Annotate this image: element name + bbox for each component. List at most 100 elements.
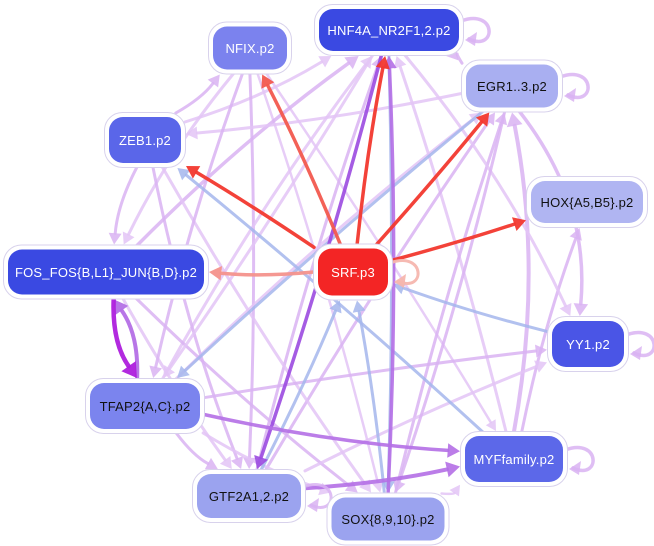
arrowhead — [122, 231, 135, 245]
arrowhead — [394, 56, 407, 69]
edge-NFIX-to-GTF2A — [243, 72, 256, 469]
arrowhead — [485, 419, 496, 431]
arrowhead — [535, 344, 547, 358]
edge-EGR1-to-ZEB1 — [186, 91, 464, 140]
node-label: HOX{A5,B5}.p2 — [541, 195, 634, 210]
edge-ZEB1-to-NFIX — [174, 74, 220, 115]
arrowhead — [108, 232, 122, 245]
node-label: HNF4A_NR2F1,2.p2 — [327, 23, 450, 38]
node-label: TFAP2{A,C}.p2 — [100, 399, 191, 414]
node-label: SRF.p3 — [331, 265, 375, 280]
arrowhead — [318, 56, 332, 68]
edge-SRF-to-ZEB1 — [186, 166, 316, 250]
arrowhead — [483, 112, 495, 126]
self-loop-YY1 — [624, 331, 654, 360]
edge-MYF-to-EGR1 — [506, 112, 531, 434]
arrowhead — [114, 299, 129, 316]
node-label: NFIX.p2 — [225, 41, 274, 56]
arrowhead — [534, 360, 547, 373]
edge-EGR1-to-SOX — [393, 110, 507, 493]
node-body[interactable] — [90, 383, 200, 429]
node-body[interactable] — [213, 26, 287, 70]
arrowhead — [475, 112, 490, 127]
node-NFIX[interactable]: NFIX.p2 — [208, 21, 292, 75]
arrowhead — [394, 274, 406, 288]
arrowhead — [445, 461, 460, 478]
node-SRF[interactable]: SRF.p3 — [313, 243, 393, 301]
arrowhead — [569, 461, 581, 475]
arrowhead — [630, 346, 642, 360]
node-body[interactable] — [331, 497, 445, 541]
arrowhead — [506, 112, 523, 128]
node-body[interactable] — [109, 117, 181, 163]
arrowhead — [573, 303, 589, 316]
arrowhead — [204, 457, 218, 470]
edge-SRF-to-HNF4A — [355, 56, 390, 247]
arrowhead — [512, 217, 526, 231]
node-label: FOS_FOS{B,L1}_JUN{B,D}.p2 — [15, 265, 197, 280]
arrowhead — [465, 32, 477, 46]
node-YY1[interactable]: YY1.p2 — [547, 316, 629, 372]
node-body[interactable] — [531, 181, 643, 223]
node-ZEB1[interactable]: ZEB1.p2 — [104, 112, 186, 168]
edge-SRF-to-FOS — [209, 266, 316, 281]
arrowhead — [559, 303, 572, 316]
node-body[interactable] — [466, 64, 558, 108]
node-body[interactable] — [318, 248, 388, 296]
edge-TFAP2-to-GTF2A — [174, 431, 218, 470]
self-loop-HNF4A — [459, 17, 491, 46]
edge-HNF4A-to-TFAP2 — [163, 53, 375, 378]
node-FOS[interactable]: FOS_FOS{B,L1}_JUN{B,D}.p2 — [3, 244, 209, 300]
arrowhead — [564, 88, 576, 102]
node-body[interactable] — [552, 321, 624, 367]
node-label: EGR1..3.p2 — [477, 79, 547, 94]
node-SOX[interactable]: SOX{8,9,10}.p2 — [326, 492, 450, 546]
self-loop-SRF — [388, 259, 420, 288]
arrowhead — [375, 56, 390, 70]
node-label: YY1.p2 — [566, 337, 610, 352]
arrowhead — [163, 365, 175, 378]
arrowhead — [219, 456, 232, 469]
node-HOX[interactable]: HOX{A5,B5}.p2 — [526, 176, 648, 228]
node-body[interactable] — [197, 474, 301, 518]
node-TFAP2[interactable]: TFAP2{A,C}.p2 — [85, 378, 205, 434]
arrowhead — [447, 443, 460, 458]
arrowhead — [186, 166, 201, 179]
node-HNF4A[interactable]: HNF4A_NR2F1,2.p2 — [314, 4, 464, 56]
self-loop-EGR1 — [558, 73, 590, 102]
edge-FOS-to-TFAP2 — [111, 296, 137, 378]
node-body[interactable] — [319, 9, 459, 51]
node-body[interactable] — [8, 249, 204, 295]
node-label: MYFfamily.p2 — [474, 452, 555, 467]
node-MYF[interactable]: MYFfamily.p2 — [460, 431, 568, 487]
self-loops-layer — [301, 17, 654, 512]
node-label: ZEB1.p2 — [119, 133, 171, 148]
edge-ZEB1-to-HNF4A — [183, 56, 332, 124]
arrowhead — [207, 74, 220, 88]
edge-NFIX-to-TFAP2 — [149, 72, 244, 378]
arrowhead — [149, 365, 162, 378]
nodes-layer: NFIX.p2 HNF4A_NR2F1,2.p2EGR1..3.p2ZEB1.p2… — [3, 4, 648, 546]
node-label: SOX{8,9,10}.p2 — [341, 512, 434, 527]
arrowhead — [261, 74, 275, 89]
arrowhead — [344, 480, 358, 493]
arrowhead — [372, 481, 384, 493]
node-body[interactable] — [465, 436, 563, 482]
edge-MYF-to-HNF4A — [394, 56, 508, 434]
arrowhead — [393, 479, 406, 493]
edge-TFAP2-to-FOS — [114, 299, 140, 381]
arrowhead — [307, 498, 319, 512]
arrowhead — [186, 126, 198, 140]
edge-ZEB1-to-GTF2A — [151, 165, 243, 469]
arrowhead — [352, 300, 366, 313]
arrowhead — [177, 365, 190, 378]
node-EGR1[interactable]: EGR1..3.p2 — [461, 59, 563, 113]
edge-SRF-to-HOX — [390, 217, 526, 263]
arrowhead — [177, 168, 191, 181]
self-loop-MYF — [563, 446, 595, 475]
edge-SOX-to-SRF — [352, 300, 386, 495]
edge-TFAP2-to-MYF — [202, 412, 460, 458]
node-GTF2A[interactable]: GTF2A1,2.p2 — [192, 469, 306, 523]
